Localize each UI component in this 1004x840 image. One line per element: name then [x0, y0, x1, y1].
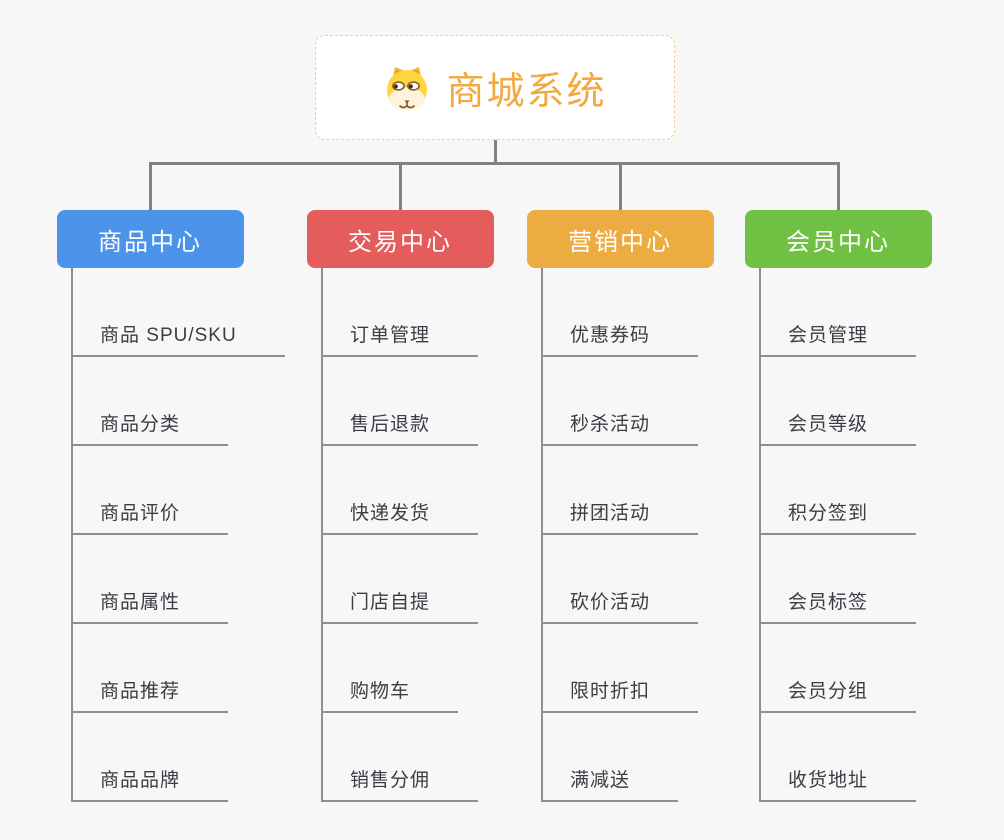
child-node[interactable]: 收货地址 [760, 769, 917, 802]
child-node[interactable]: 商品 SPU/SKU [72, 324, 285, 357]
branch-node-4[interactable]: 会员中心 [744, 210, 932, 268]
child-label: 商品品牌 [72, 769, 229, 802]
branch-bus-line [148, 162, 840, 165]
child-label: 商品分类 [72, 413, 229, 446]
child-node[interactable]: 门店自提 [322, 591, 479, 624]
child-label: 砍价活动 [542, 591, 699, 624]
branch-drop-line [398, 162, 402, 210]
child-label: 商品推荐 [72, 680, 229, 713]
child-node[interactable]: 订单管理 [322, 324, 479, 357]
child-label: 快递发货 [322, 502, 479, 535]
child-label: 会员等级 [760, 413, 917, 446]
child-node[interactable]: 商品推荐 [72, 680, 229, 713]
branch-drop-line [836, 162, 840, 210]
child-label: 销售分佣 [322, 769, 479, 802]
child-label: 购物车 [322, 680, 459, 713]
child-label: 订单管理 [322, 324, 479, 357]
child-node[interactable]: 商品属性 [72, 591, 229, 624]
child-label: 拼团活动 [542, 502, 699, 535]
child-label: 会员分组 [760, 680, 917, 713]
child-node[interactable]: 商品品牌 [72, 769, 229, 802]
child-label: 售后退款 [322, 413, 479, 446]
child-label: 积分签到 [760, 502, 917, 535]
child-node[interactable]: 售后退款 [322, 413, 479, 446]
child-connector-line [321, 268, 323, 802]
root-node[interactable]: 商城系统 [315, 35, 675, 140]
child-connector-line [71, 268, 73, 802]
child-label: 优惠券码 [542, 324, 699, 357]
child-node[interactable]: 优惠券码 [542, 324, 699, 357]
child-connector-line [759, 268, 761, 802]
child-node[interactable]: 会员等级 [760, 413, 917, 446]
child-node[interactable]: 商品评价 [72, 502, 229, 535]
child-node[interactable]: 会员分组 [760, 680, 917, 713]
child-label: 限时折扣 [542, 680, 699, 713]
child-label: 会员标签 [760, 591, 917, 624]
child-label: 商品属性 [72, 591, 229, 624]
branch-node-3[interactable]: 营销中心 [526, 210, 714, 268]
branch-label: 交易中心 [348, 228, 452, 256]
child-node[interactable]: 购物车 [322, 680, 459, 713]
child-node[interactable]: 销售分佣 [322, 769, 479, 802]
child-node[interactable]: 拼团活动 [542, 502, 699, 535]
root-connector-stub [493, 140, 497, 165]
branch-label: 商品中心 [98, 228, 202, 256]
child-label: 秒杀活动 [542, 413, 699, 446]
child-label: 门店自提 [322, 591, 479, 624]
child-label: 商品评价 [72, 502, 229, 535]
branch-node-2[interactable]: 交易中心 [306, 210, 494, 268]
child-node[interactable]: 快递发货 [322, 502, 479, 535]
child-node[interactable]: 秒杀活动 [542, 413, 699, 446]
child-node[interactable]: 满减送 [542, 769, 679, 802]
dog-face-icon [387, 66, 428, 110]
child-label: 收货地址 [760, 769, 917, 802]
child-connector-line [541, 268, 543, 802]
child-node[interactable]: 会员标签 [760, 591, 917, 624]
branch-label: 营销中心 [568, 228, 672, 256]
root-title: 商城系统 [446, 71, 607, 113]
child-label: 商品 SPU/SKU [72, 324, 285, 357]
branch-node-1[interactable]: 商品中心 [56, 210, 244, 268]
branch-drop-line [618, 162, 622, 210]
child-node[interactable]: 会员管理 [760, 324, 917, 357]
branch-drop-line [148, 162, 152, 210]
child-node[interactable]: 积分签到 [760, 502, 917, 535]
branch-label: 会员中心 [786, 228, 890, 256]
child-label: 满减送 [542, 769, 679, 802]
child-node[interactable]: 砍价活动 [542, 591, 699, 624]
child-node[interactable]: 限时折扣 [542, 680, 699, 713]
child-label: 会员管理 [760, 324, 917, 357]
child-node[interactable]: 商品分类 [72, 413, 229, 446]
